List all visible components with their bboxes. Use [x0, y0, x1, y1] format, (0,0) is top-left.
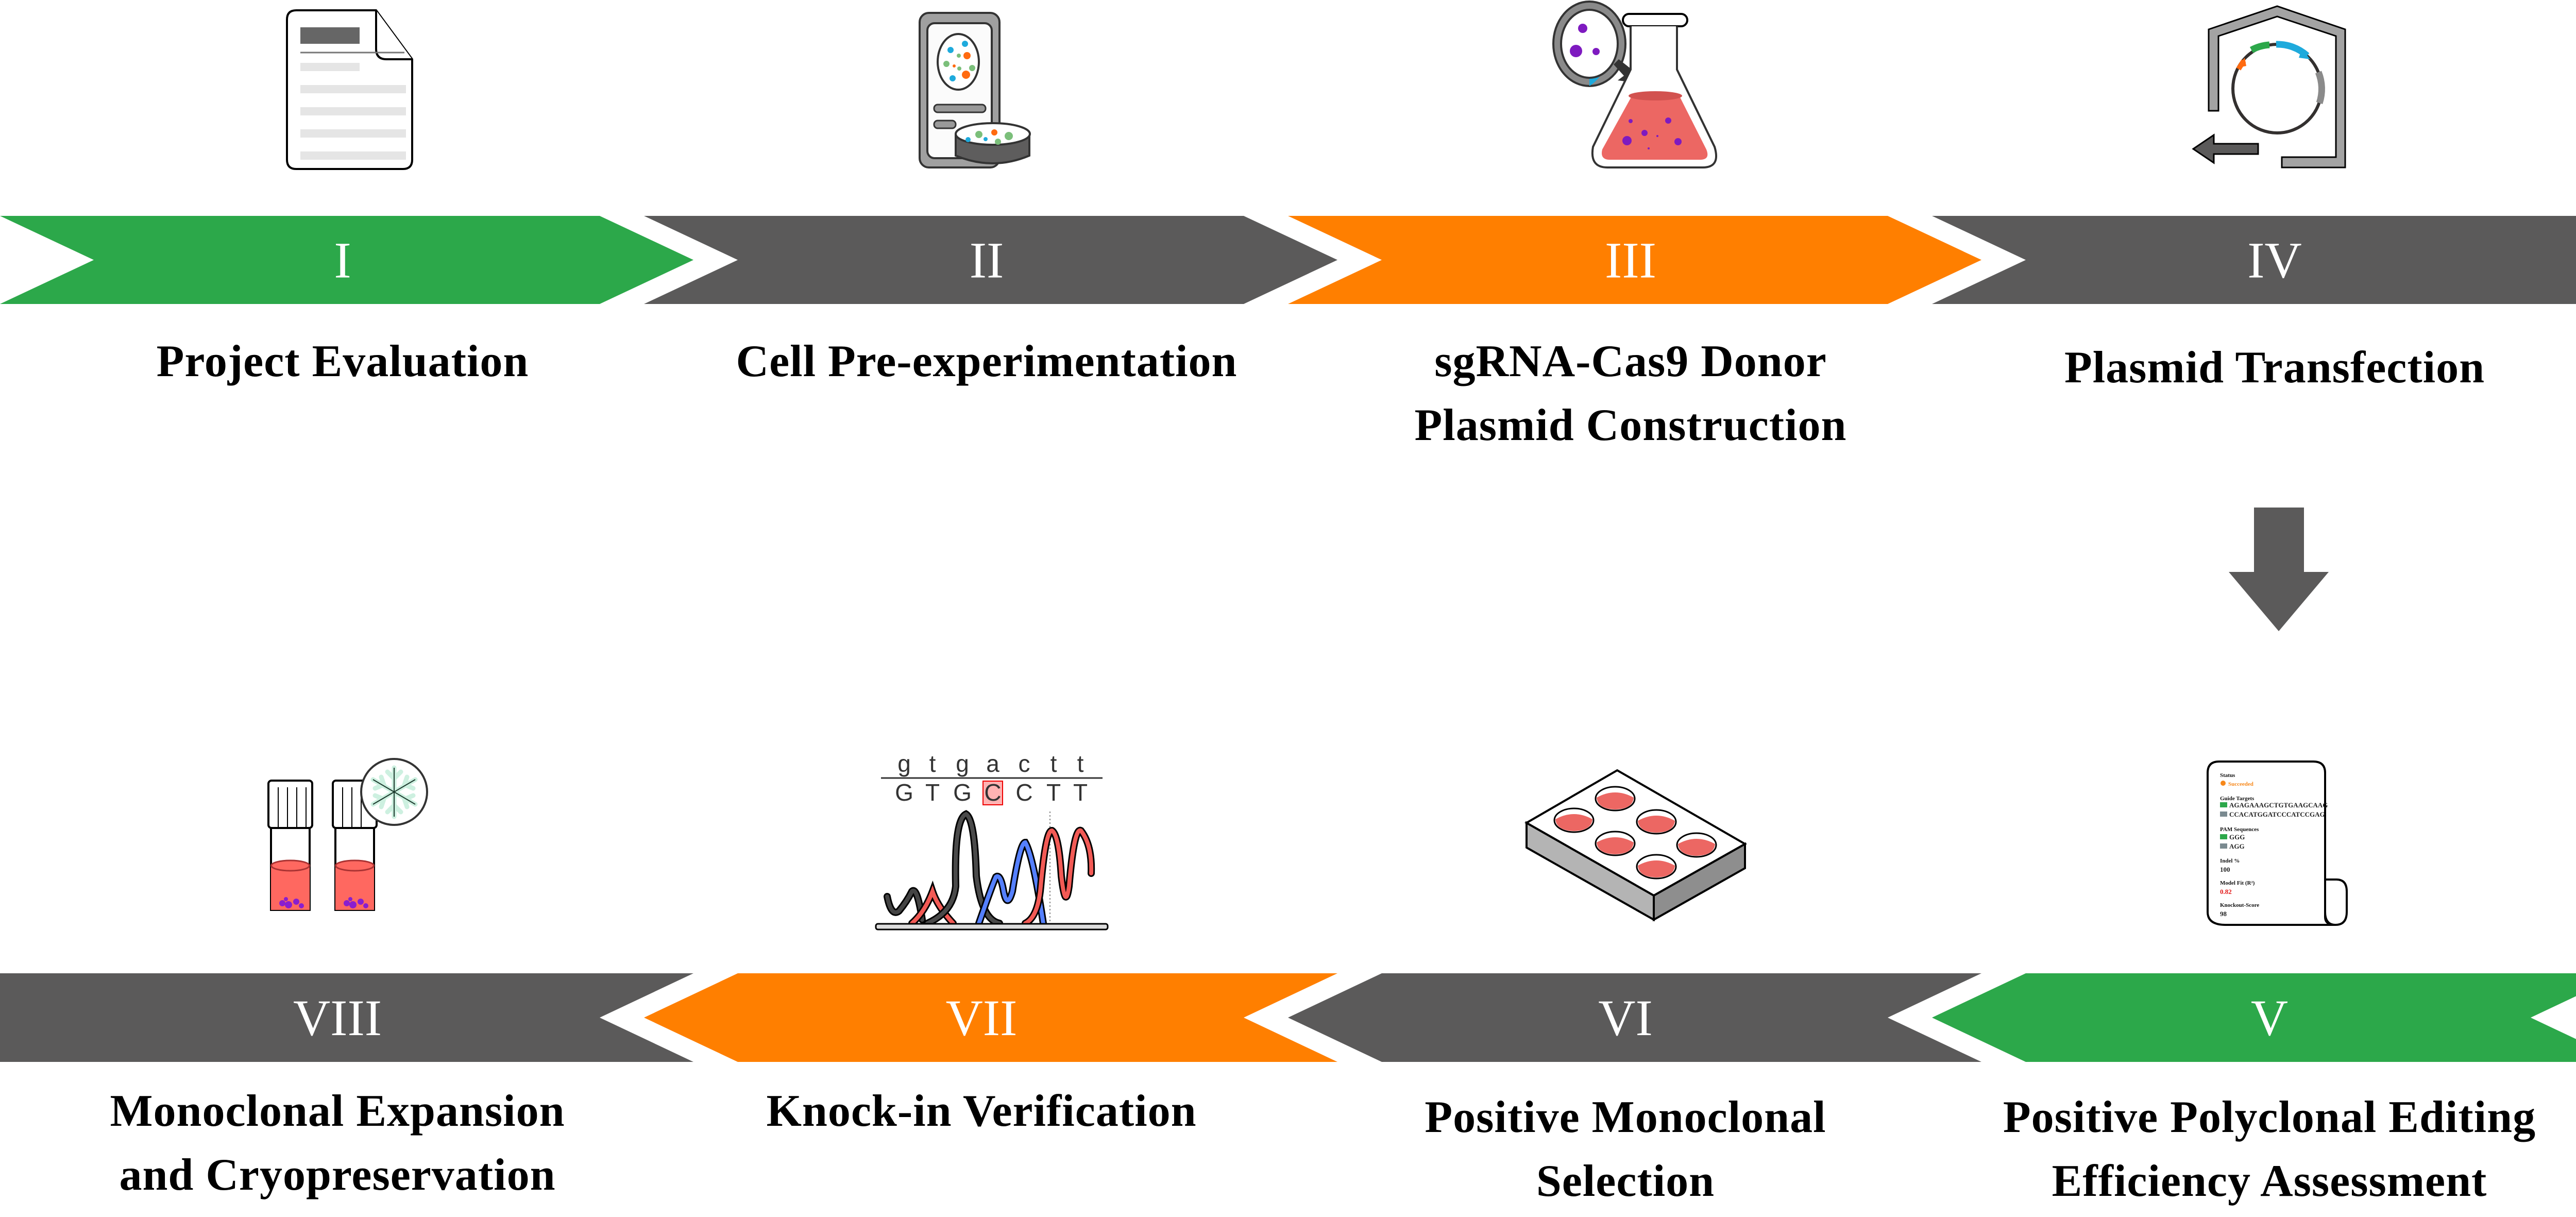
step-numeral: VII — [946, 989, 1018, 1046]
document-icon — [286, 9, 413, 170]
read-base: G — [895, 779, 913, 806]
reference-base: a — [986, 750, 999, 777]
well-medium — [1678, 839, 1715, 856]
step-arrow-vi — [1288, 973, 1981, 1062]
read-base: C — [1015, 779, 1032, 806]
step-numeral: V — [2251, 989, 2288, 1046]
step-arrow-i — [0, 216, 693, 304]
step-label-line: Cell Pre-experimentation — [736, 336, 1238, 386]
reference-base: t — [1050, 750, 1057, 777]
step-label-line: and Cryopreservation — [119, 1150, 556, 1200]
report-icon: Status Succeeded Guide Targets AGAGAAAGC… — [2207, 760, 2348, 926]
report-status-value: Succeeded — [2228, 781, 2253, 787]
step-label-line: Selection — [1536, 1156, 1715, 1206]
report-indel-label: Indel % — [2220, 858, 2240, 864]
step-label-line: Knock-in Verification — [766, 1086, 1197, 1136]
well-medium — [1597, 837, 1634, 854]
report-guide-2: CCACATGGATCCCATCCGAG — [2229, 810, 2325, 818]
cryovial-icon — [267, 758, 428, 911]
reference-base: t — [929, 750, 936, 777]
report-indel-value: 100 — [2220, 866, 2230, 873]
step-label-line: Positive Polyclonal Editing — [2003, 1092, 2536, 1142]
flask-plasmid-icon — [1552, 1, 1718, 168]
read-base: T — [1073, 779, 1088, 806]
well-medium — [1638, 816, 1675, 833]
step-arrow-v — [1932, 973, 2576, 1062]
step-label: Cell Pre-experimentation — [665, 330, 1309, 394]
step-label: Knock-in Verification — [659, 1079, 1303, 1143]
step-label-line: Efficiency Assessment — [2052, 1156, 2487, 1206]
read-base: T — [925, 779, 940, 806]
step-label-line: Positive Monoclonal — [1425, 1092, 1826, 1142]
step-numeral: VI — [1598, 989, 1653, 1046]
report-guide-label: Guide Targets — [2220, 796, 2255, 802]
step-numeral: VIII — [293, 989, 382, 1046]
reference-base: g — [956, 750, 969, 777]
read-base: G — [953, 779, 972, 806]
bottom-row-arrows: VIII VII VI V — [0, 973, 2576, 1062]
read-base: T — [1046, 779, 1061, 806]
step-arrow-iii — [1288, 216, 1981, 304]
step-numeral: IV — [2247, 232, 2302, 289]
well-medium — [1555, 814, 1592, 831]
step-label-line: sgRNA-Cas9 Donor — [1434, 336, 1827, 386]
report-pam-label: PAM Sequences — [2220, 826, 2259, 833]
report-model-fit-value: 0.82 — [2220, 888, 2232, 895]
report-pam-1: GGG — [2229, 833, 2245, 841]
step-label: Plasmid Transfection — [1953, 336, 2576, 400]
report-ko-label: Knockout-Score — [2220, 902, 2259, 908]
step-arrow-iv — [1932, 216, 2576, 304]
step-label: Project Evaluation — [21, 330, 665, 394]
report-ko-value: 98 — [2220, 910, 2227, 918]
reference-base: t — [1077, 750, 1084, 777]
step-arrow-viii — [0, 973, 693, 1062]
report-model-fit-label: Model Fit (R²) — [2220, 880, 2255, 886]
plasmid-transfection-icon — [2192, 5, 2346, 168]
mutation-highlight — [982, 781, 1003, 805]
reference-base: c — [1019, 750, 1030, 777]
cell-culture-tablet-icon — [919, 12, 1031, 168]
report-status-label: Status — [2220, 772, 2235, 779]
well-medium — [1597, 792, 1634, 809]
step-arrow-vii — [644, 973, 1337, 1062]
reference-base: g — [897, 750, 911, 777]
step-numeral: III — [1605, 232, 1656, 289]
well-medium — [1638, 860, 1675, 877]
step-label-line: Project Evaluation — [156, 336, 529, 386]
step-numeral: I — [334, 232, 351, 289]
step-label: Monoclonal Expansion and Cryopreservation — [15, 1079, 659, 1207]
step-label-line: Plasmid Construction — [1414, 400, 1847, 450]
step-label-line: Plasmid Transfection — [2064, 343, 2485, 393]
step-arrow-ii — [644, 216, 1337, 304]
step-numeral: II — [970, 232, 1004, 289]
well-plate-icon — [1524, 769, 1748, 922]
down-arrow-icon — [2229, 508, 2329, 631]
report-pam-2: AGG — [2229, 842, 2245, 850]
report-guide-1: AGAGAAAGCTGTGAAGCAAG — [2229, 801, 2328, 809]
step-label-line: Monoclonal Expansion — [110, 1086, 565, 1136]
read-base: C — [984, 779, 1001, 806]
